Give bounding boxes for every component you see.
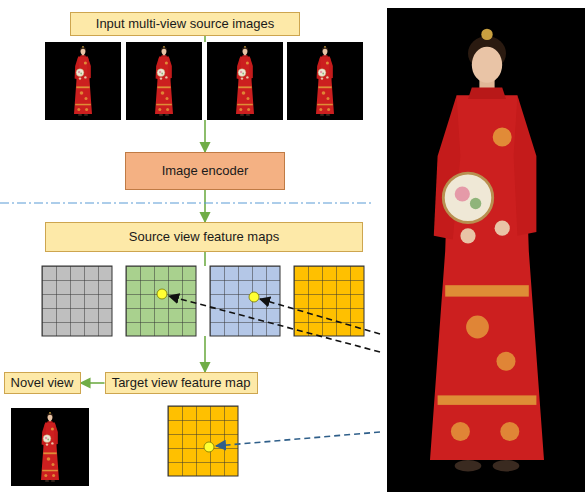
grid-lines (168, 406, 238, 476)
projection-ray (169, 296, 380, 352)
sample-point (204, 442, 214, 452)
novel-view-photo (11, 408, 89, 486)
reference-photo (387, 8, 585, 492)
flow-arrow (81, 382, 105, 384)
source-photo (287, 42, 363, 120)
feature-grid (294, 266, 364, 336)
box-text: Target view feature map (112, 375, 251, 391)
person-figure (155, 46, 173, 116)
person-figure (430, 29, 544, 472)
label-box: Target view feature map (105, 372, 258, 394)
query-ray (216, 432, 380, 446)
photo-gap (203, 42, 207, 120)
box-text: Source view feature maps (129, 229, 279, 245)
label-box: Source view feature maps (45, 222, 363, 252)
separator-line (0, 202, 372, 203)
person-figure (74, 46, 92, 116)
grid-lines (42, 266, 112, 336)
source-photo (126, 42, 202, 120)
projection-ray (260, 299, 380, 334)
box-text: Image encoder (162, 163, 249, 179)
label-box: Novel view (4, 372, 81, 394)
sample-point (157, 289, 167, 299)
feature-grid (42, 266, 112, 336)
grid-lines (294, 266, 364, 336)
encoder-box: Image encoder (125, 152, 285, 190)
person-figure (41, 412, 59, 482)
person-figure (316, 46, 334, 116)
source-photo (45, 42, 121, 120)
box-text: Input multi-view source images (96, 16, 274, 32)
grid-gap (199, 266, 207, 336)
label-box: Input multi-view source images (70, 12, 300, 36)
sample-point (249, 292, 259, 302)
source-photo (207, 42, 283, 120)
person-figure (236, 46, 254, 116)
feature-grid (168, 406, 238, 476)
box-text: Novel view (11, 375, 74, 391)
flow-arrow (204, 190, 206, 222)
